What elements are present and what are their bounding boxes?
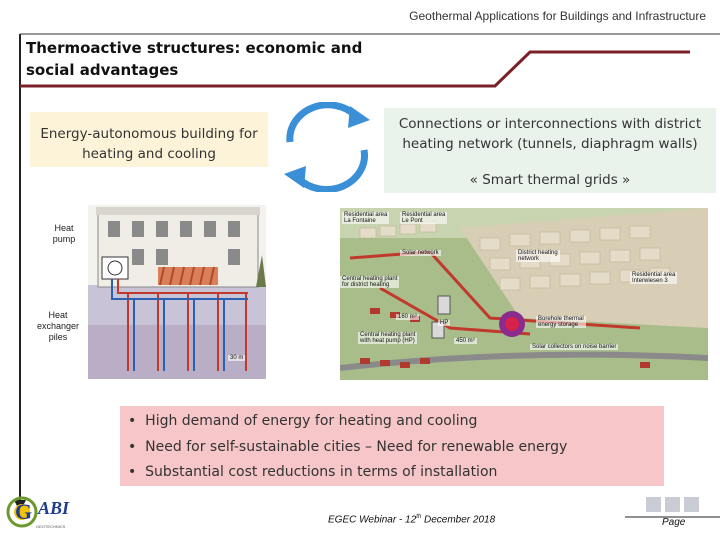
header-title: Geothermal Applications for Buildings an… xyxy=(409,9,706,23)
district-label-11: Solar collectors on noise barrier xyxy=(530,344,619,350)
smart-grids-label: « Smart thermal grids » xyxy=(469,172,631,188)
depth-label: 30 m xyxy=(228,355,246,361)
bullet-text-1: High demand of energy for heating and co… xyxy=(145,413,478,429)
district-label-3: Solar network xyxy=(400,250,441,256)
logo-subtitle: GEOTECHNICS xyxy=(36,524,66,529)
cycle-arrows-icon xyxy=(284,102,370,192)
advantages-list: • High demand of energy for heating and … xyxy=(120,406,664,486)
corner-square-1 xyxy=(646,497,661,512)
corner-square-3 xyxy=(684,497,699,512)
footer-webinar-suffix: December 2018 xyxy=(421,514,496,526)
footer-rule xyxy=(625,516,720,518)
slide-title-line2: social advantages xyxy=(26,61,179,79)
slide-title-line1: Thermoactive structures: economic and xyxy=(26,39,363,57)
bullet-text-3: Substantial cost reductions in terms of … xyxy=(145,464,498,480)
district-aerial-image: Residential area La Fontaine Residential… xyxy=(340,208,708,380)
district-label-1: Residential area La Fontaine xyxy=(342,212,390,224)
list-item: • Substantial cost reductions in terms o… xyxy=(128,464,498,480)
district-label-2: Residential area Le Pont xyxy=(400,212,448,224)
footer-webinar: EGEC Webinar - 12th December 2018 xyxy=(328,514,495,525)
bullet-text-2: Need for self-sustainable cities – Need … xyxy=(145,439,568,455)
district-label-6: Residential area Interwiesen 3 xyxy=(630,272,678,284)
corner-square-2 xyxy=(665,497,680,512)
district-label-10: 450 m³ xyxy=(454,338,477,344)
building-illustration: 30 m xyxy=(88,205,266,379)
list-item: • High demand of energy for heating and … xyxy=(128,413,478,429)
gabi-logo: G ABI GEOTECHNICS xyxy=(6,490,86,534)
district-connections-box: Connections or interconnections with dis… xyxy=(384,108,716,193)
heat-exchanger-piles-text: Heat exchanger piles xyxy=(36,310,80,342)
left-box-line1: Energy-autonomous building for xyxy=(40,126,258,142)
district-label-8: Central heating plant with heat pump (HP… xyxy=(358,332,418,344)
footer-webinar-prefix: EGEC Webinar - 12 xyxy=(328,514,417,526)
list-item: • Need for self-sustainable cities – Nee… xyxy=(128,439,568,455)
district-label-9: Borehole thermal energy storage xyxy=(536,316,586,328)
energy-autonomous-box: Energy-autonomous building for heating a… xyxy=(30,112,268,167)
heat-pump-label: Heat pump xyxy=(44,223,84,245)
district-label-4: District heating network xyxy=(516,250,560,262)
right-box-line2: heating network (tunnels, diaphragm wall… xyxy=(402,136,698,152)
district-label-7: 160 m³ xyxy=(396,314,419,320)
slide-title: Thermoactive structures: economic and so… xyxy=(26,37,362,81)
page-number-label: Page xyxy=(662,517,686,528)
heat-pump-text: Heat pump xyxy=(52,223,76,244)
footer-webinar-sup: th xyxy=(416,514,422,520)
district-label-5: Central heating plant for district heati… xyxy=(340,276,400,288)
heat-exchanger-piles-label: Heat exchanger piles xyxy=(30,310,86,343)
logo-text: ABI xyxy=(37,498,70,518)
right-box-line1: Connections or interconnections with dis… xyxy=(398,116,702,132)
district-label-12: HP xyxy=(438,320,451,326)
logo-initial: G xyxy=(15,499,32,524)
left-box-line2: heating and cooling xyxy=(82,146,216,162)
